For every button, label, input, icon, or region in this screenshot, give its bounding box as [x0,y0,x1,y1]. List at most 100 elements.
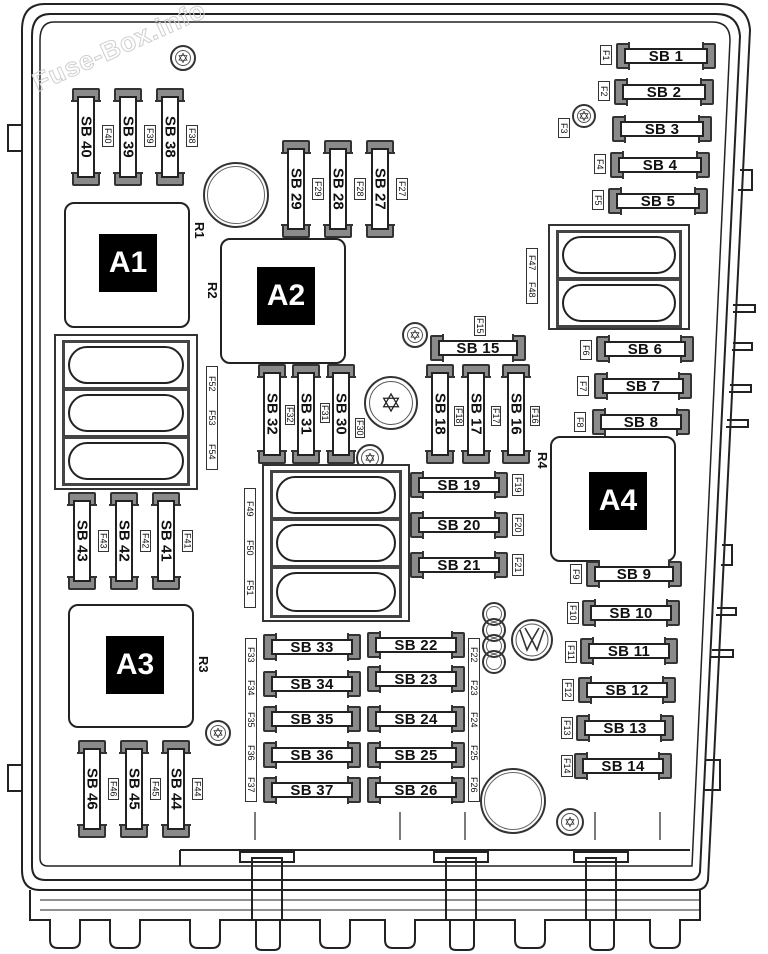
fuse-sb30[interactable]: SB 30 [326,364,356,464]
fuse-tag-f11: F11 [565,641,577,663]
fuse-sb8[interactable]: SB 8 [592,408,690,436]
fuse-sb11[interactable]: SB 11 [580,637,678,665]
fuse-sb25[interactable]: SB 25 [367,741,465,769]
fuse-sb9[interactable]: SB 9 [586,560,682,588]
fuse-sb41[interactable]: SB 41 [151,492,181,590]
maxi-fuse-f52[interactable] [62,340,190,390]
fuse-tag-f29: F29 [312,178,324,200]
fuse-tag-f20: F20 [512,514,524,536]
fuse-sb37[interactable]: SB 37 [263,776,361,804]
fuse-tag-f32: F32 [285,405,295,425]
fuse-sb7[interactable]: SB 7 [594,372,692,400]
fuse-sb28[interactable]: SB 28 [323,140,353,238]
screw-icon: ✡ [170,45,196,71]
fuse-sb26[interactable]: SB 26 [367,776,465,804]
relay-a1[interactable]: A1 [64,202,190,328]
fuse-sb17[interactable]: SB 17 [461,364,491,464]
fuse-sb15[interactable]: SB 15 [430,334,526,362]
relay-badge: A1 [99,234,157,292]
fuse-sb21[interactable]: SB 21 [410,551,508,579]
fuse-sb34[interactable]: SB 34 [263,670,361,698]
fuse-sb24[interactable]: SB 24 [367,705,465,733]
fuse-tag-f45: F45 [150,778,161,800]
fuse-sb23[interactable]: SB 23 [367,665,465,693]
fuse-tag-f31: F31 [320,403,330,423]
fuse-sb40[interactable]: SB 40 [71,88,101,186]
fuse-sb43[interactable]: SB 43 [67,492,97,590]
fuse-sb16[interactable]: SB 16 [501,364,531,464]
fuse-sb20[interactable]: SB 20 [410,511,508,539]
fuse-tag-f16: F16 [530,406,540,426]
fuse-sb33[interactable]: SB 33 [263,633,361,661]
fuse-sb46[interactable]: SB 46 [77,740,107,838]
fuse-sb38[interactable]: SB 38 [155,88,185,186]
fuse-sb4[interactable]: SB 4 [610,151,710,179]
fuse-sb2[interactable]: SB 2 [614,78,714,106]
maxi-fuse-f51[interactable] [270,566,402,618]
fuse-tag-f21: F21 [512,554,524,576]
fuse-sb36[interactable]: SB 36 [263,741,361,769]
fuse-tag-f7: F7 [577,376,589,396]
maxi-fuse-block-f47-f48 [548,224,690,330]
fuse-sb42[interactable]: SB 42 [109,492,139,590]
fuse-sb45[interactable]: SB 45 [119,740,149,838]
screw-icon: ✡ [572,104,596,128]
fuse-tag-f28: F28 [354,178,366,200]
fuse-tag-f5: F5 [592,190,604,210]
fuse-tag-f3: F3 [558,118,570,138]
audi-logo-ring [482,650,506,674]
fuse-tag-f18: F18 [454,406,464,426]
screw-icon: ✡ [556,808,584,836]
maxi-fuse-block-f49-f51 [262,464,410,622]
fuse-tag-f44: F44 [192,778,203,800]
fuse-sb1[interactable]: SB 1 [616,42,716,70]
relay-a4[interactable]: A4 [550,436,676,562]
fuse-sb3[interactable]: SB 3 [612,115,712,143]
relay-label-r2: R2 [205,282,220,299]
fuse-sb10[interactable]: SB 10 [582,599,680,627]
fuse-sb19[interactable]: SB 19 [410,471,508,499]
fuse-sb22[interactable]: SB 22 [367,631,465,659]
relay-badge: A3 [106,636,164,694]
maxi-fuse-f54[interactable] [62,436,190,486]
fuse-tag-f14: F14 [561,755,573,777]
fuse-sb12[interactable]: SB 12 [578,676,676,704]
fuse-tag-f42: F42 [140,530,151,552]
fuse-sb31[interactable]: SB 31 [291,364,321,464]
round-port [203,162,269,228]
maxi-fuse-block-f52-f54 [54,334,198,490]
fuse-sb13[interactable]: SB 13 [576,714,674,742]
fuse-sb27[interactable]: SB 27 [365,140,395,238]
fuse-sb39[interactable]: SB 39 [113,88,143,186]
fuse-sb5[interactable]: SB 5 [608,187,708,215]
fuse-sb14[interactable]: SB 14 [574,752,672,780]
relay-badge: A4 [589,472,647,530]
fuse-sb35[interactable]: SB 35 [263,705,361,733]
fuse-tag-f41: F41 [182,530,193,552]
relay-label-r4: R4 [535,452,550,469]
fuse-sb18[interactable]: SB 18 [425,364,455,464]
fuse-sb44[interactable]: SB 44 [161,740,191,838]
maxi-fuse-f49[interactable] [270,470,402,520]
fuse-sb32[interactable]: SB 32 [257,364,287,464]
fuse-tag-f27: F27 [396,178,408,200]
fuse-tag-f38: F38 [186,125,198,147]
relay-label-r3: R3 [196,656,211,673]
maxi-fuse-f48[interactable] [556,278,682,328]
screw-icon: ✡ [205,720,231,746]
fuse-sb29[interactable]: SB 29 [281,140,311,238]
maxi-fuse-f50[interactable] [270,518,402,568]
fuse-sb6[interactable]: SB 6 [596,335,694,363]
fuse-tag-f4: F4 [594,154,606,174]
fuse-tag-f2: F2 [598,81,610,101]
relay-a2[interactable]: A2 [220,238,346,364]
fuse-tag-f43: F43 [98,530,109,552]
relay-a3[interactable]: A3 [68,604,194,728]
fuse-tag-f46: F46 [108,778,119,800]
maxi-fuse-f53[interactable] [62,388,190,438]
maxi-fuse-f47[interactable] [556,230,682,280]
